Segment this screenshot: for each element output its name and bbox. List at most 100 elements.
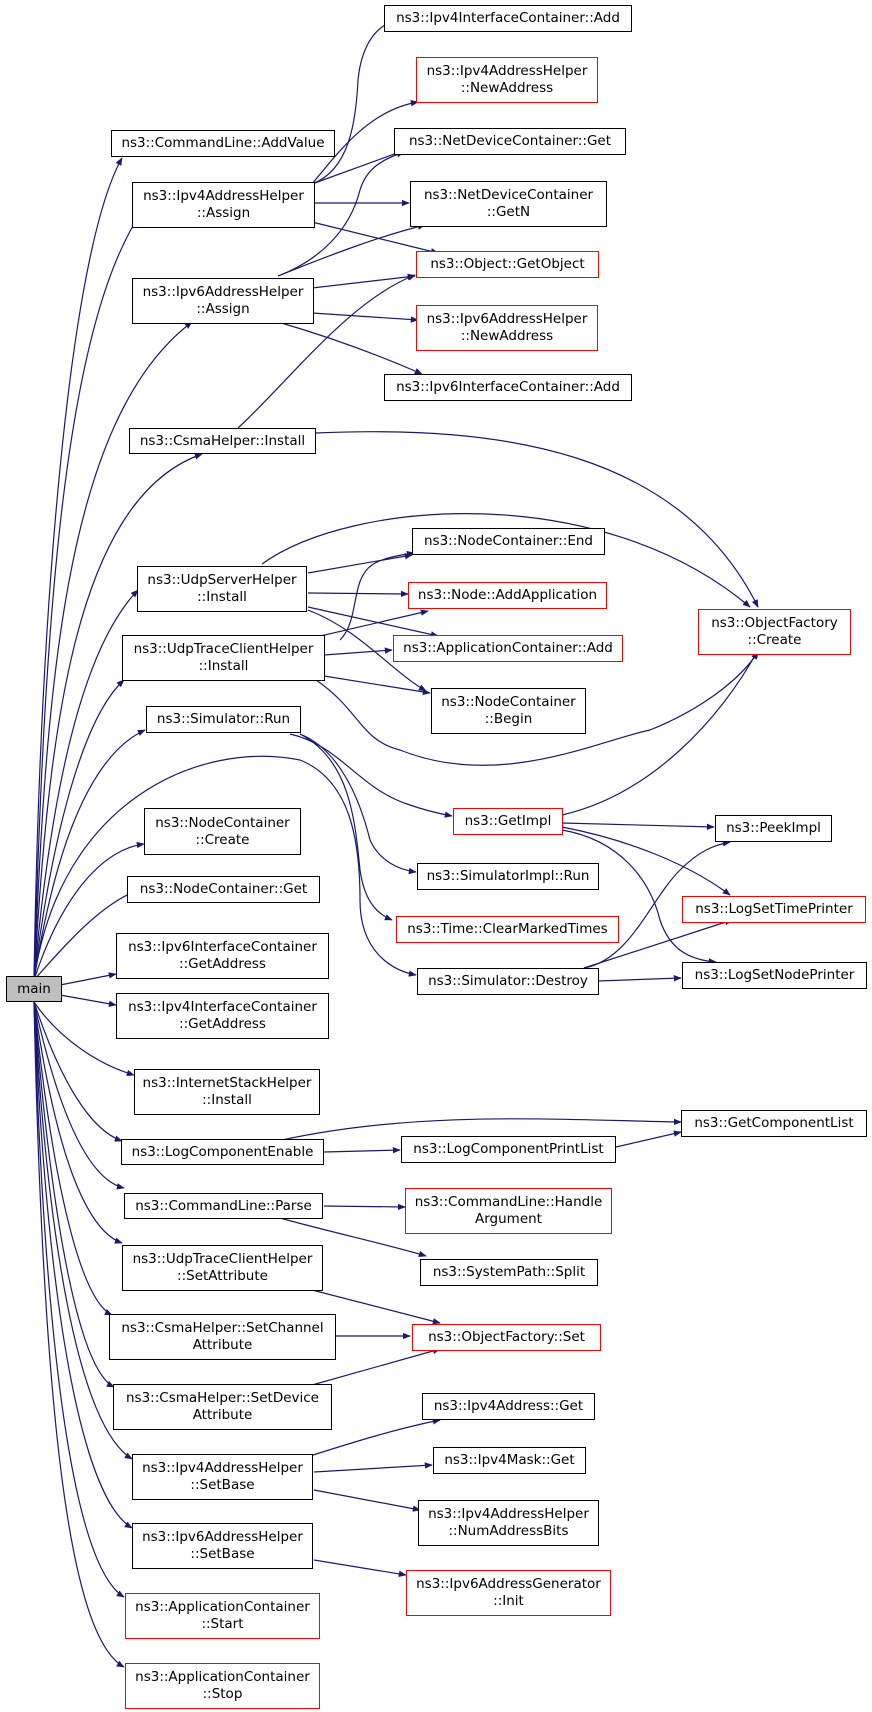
node-ndc-getn[interactable]: ns3::NetDeviceContainer ::GetN — [410, 181, 607, 227]
edge-udptrace_install-of_create — [315, 651, 759, 766]
edge-sim_run-getimpl — [289, 733, 453, 818]
edge-ipv6ah_setbase-ipv6gen_init — [313, 1559, 407, 1577]
edge-udpserver_install-nc_begin — [307, 609, 427, 692]
node-nc-end[interactable]: ns3::NodeContainer::End — [412, 528, 605, 555]
edge-sim_destroy-log_setnode — [597, 975, 682, 982]
node-cl-addvalue[interactable]: ns3::CommandLine::AddValue — [111, 130, 335, 157]
edge-cl_parse-sp_split — [279, 1217, 427, 1257]
node-node-addapp[interactable]: ns3::Node::AddApplication — [408, 582, 607, 609]
node-csma-install[interactable]: ns3::CsmaHelper::Install — [129, 428, 316, 454]
edge-csma_install-obj_getobject — [237, 274, 416, 429]
edge-sim_destroy-peekimpl — [583, 840, 731, 969]
node-sp-split[interactable]: ns3::SystemPath::Split — [420, 1259, 598, 1286]
edge-udptrace_install-nc_begin — [323, 675, 431, 696]
edge-log_enable-log_printlist — [323, 1146, 401, 1154]
node-ipv4addr-get[interactable]: ns3::Ipv4Address::Get — [422, 1393, 595, 1420]
node-sim-run[interactable]: ns3::Simulator::Run — [146, 706, 301, 733]
node-cl-handlearg[interactable]: ns3::CommandLine::Handle Argument — [405, 1188, 612, 1234]
edge-main-nc_get — [33, 890, 137, 981]
edge-log_printlist-get_complist — [615, 1130, 682, 1148]
edge-udpserver_install-of_create — [261, 513, 751, 608]
edge-csma_install-of_create — [315, 431, 759, 608]
edge-udptrace_setattr-of_set — [311, 1289, 441, 1325]
edge-main-ipv6ah_assign — [33, 321, 193, 981]
edge-sim_run-simimpl_run — [299, 733, 417, 875]
node-getimpl[interactable]: ns3::GetImpl — [453, 808, 563, 835]
node-ipv4ah-numbits[interactable]: ns3::Ipv4AddressHelper ::NumAddressBits — [418, 1500, 599, 1546]
edge-ipv4ah_assign-ndc_get — [311, 148, 409, 185]
node-ipv6ah-setbase[interactable]: ns3::Ipv6AddressHelper ::SetBase — [132, 1523, 313, 1569]
node-ipv6ah-assign[interactable]: ns3::Ipv6AddressHelper ::Assign — [132, 278, 314, 324]
edge-sim_destroy-log_settime — [583, 919, 733, 969]
edge-main-csma_setdev — [33, 1001, 115, 1388]
edge-csma_setdev-of_set — [311, 1347, 441, 1386]
node-log-enable[interactable]: ns3::LogComponentEnable — [121, 1139, 324, 1165]
edge-ipv4ah_assign-ipv4ah_newaddr — [311, 100, 419, 185]
node-log-printlist[interactable]: ns3::LogComponentPrintList — [401, 1136, 616, 1163]
node-nc-begin[interactable]: ns3::NodeContainer ::Begin — [431, 688, 586, 734]
node-ac-stop[interactable]: ns3::ApplicationContainer ::Stop — [125, 1663, 320, 1709]
node-of-set[interactable]: ns3::ObjectFactory::Set — [412, 1324, 601, 1351]
edge-ipv4ah_setbase-ipv4ah_numbits — [313, 1489, 421, 1512]
node-ac-start[interactable]: ns3::ApplicationContainer ::Start — [125, 1593, 320, 1639]
edge-udpserver_install-ac_add — [307, 606, 439, 638]
node-ndc-get[interactable]: ns3::NetDeviceContainer::Get — [394, 128, 626, 155]
edge-main-udpserver_install — [33, 589, 139, 981]
node-ipv4ah-setbase[interactable]: ns3::Ipv4AddressHelper ::SetBase — [132, 1454, 313, 1500]
edge-getimpl-peekimpl — [561, 822, 715, 831]
node-time-clear[interactable]: ns3::Time::ClearMarkedTimes — [396, 916, 619, 943]
edge-ipv4ah_assign-obj_getobject — [311, 221, 439, 255]
edge-getimpl-of_create — [561, 649, 759, 816]
node-udpserver-install[interactable]: ns3::UdpServerHelper ::Install — [137, 566, 307, 612]
node-ipv4ah-newaddr[interactable]: ns3::Ipv4AddressHelper ::NewAddress — [416, 57, 598, 103]
node-ipv4ic-add[interactable]: ns3::Ipv4InterfaceContainer::Add — [384, 5, 632, 32]
edge-log_enable-get_complist — [281, 1118, 682, 1141]
edge-ipv6ah_assign-ipv6ah_newaddr — [311, 312, 419, 323]
node-ipv6gen-init[interactable]: ns3::Ipv6AddressGenerator ::Init — [406, 1570, 611, 1616]
edge-main-ipv6ah_setbase — [33, 1001, 133, 1529]
edge-ipv4ah_assign-ipv4ic_add — [311, 16, 403, 185]
node-csma-setdev[interactable]: ns3::CsmaHelper::SetDevice Attribute — [113, 1384, 332, 1430]
edge-main-udptrace_setattr — [33, 1001, 123, 1244]
node-ish-install[interactable]: ns3::InternetStackHelper ::Install — [134, 1069, 320, 1115]
edge-main-csma_install — [33, 453, 203, 981]
node-ipv6ic-getaddr[interactable]: ns3::Ipv6InterfaceContainer ::GetAddress — [116, 933, 329, 979]
node-udptrace-setattr[interactable]: ns3::UdpTraceClientHelper ::SetAttribute — [122, 1245, 323, 1291]
node-simimpl-run[interactable]: ns3::SimulatorImpl::Run — [417, 863, 599, 890]
edge-main-cl_parse — [33, 1001, 125, 1190]
node-ipv6ic-add[interactable]: ns3::Ipv6InterfaceContainer::Add — [384, 374, 632, 401]
edge-main-cl_addvalue — [33, 157, 123, 981]
node-ac-add[interactable]: ns3::ApplicationContainer::Add — [393, 635, 623, 662]
edge-udpserver_install-node_addapp — [307, 590, 409, 598]
edge-getimpl-log_setnode — [561, 829, 717, 965]
node-sim-destroy[interactable]: ns3::Simulator::Destroy — [417, 968, 599, 995]
edge-main-sim_run — [33, 729, 146, 981]
node-udptrace-install[interactable]: ns3::UdpTraceClientHelper ::Install — [122, 635, 325, 681]
node-main: main — [6, 976, 62, 1002]
node-log-setnode[interactable]: ns3::LogSetNodePrinter — [682, 962, 867, 989]
node-get-complist[interactable]: ns3::GetComponentList — [681, 1110, 867, 1137]
edge-main-nc_create — [33, 841, 145, 981]
edge-main-csma_setchan — [33, 1001, 113, 1316]
node-ipv4ic-getaddr[interactable]: ns3::Ipv4InterfaceContainer ::GetAddress — [116, 993, 329, 1039]
node-cl-parse[interactable]: ns3::CommandLine::Parse — [124, 1193, 323, 1219]
node-csma-setchan[interactable]: ns3::CsmaHelper::SetChannel Attribute — [109, 1314, 336, 1360]
node-nc-get[interactable]: ns3::NodeContainer::Get — [127, 876, 320, 903]
node-ipv6ah-newaddr[interactable]: ns3::Ipv6AddressHelper ::NewAddress — [416, 305, 598, 351]
node-of-create[interactable]: ns3::ObjectFactory ::Create — [698, 609, 851, 655]
edge-sim_run-time_clear — [299, 733, 393, 921]
node-ipv4mask-get[interactable]: ns3::Ipv4Mask::Get — [433, 1447, 586, 1474]
node-nc-create[interactable]: ns3::NodeContainer ::Create — [144, 808, 301, 855]
edge-ipv6ah_assign-ndc_getn — [277, 223, 426, 277]
edge-main-ish_install — [33, 1001, 135, 1077]
edge-ipv4ah_setbase-ipv4mask_get — [313, 1462, 433, 1473]
edge-main-sim_destroy — [33, 755, 417, 981]
edge-ipv6ah_assign-obj_getobject — [311, 273, 416, 289]
node-log-settime[interactable]: ns3::LogSetTimePrinter — [682, 896, 866, 923]
node-ipv4ah-assign[interactable]: ns3::Ipv4AddressHelper ::Assign — [132, 182, 315, 228]
edge-main-ipv4ah_assign — [33, 194, 156, 981]
node-obj-getobject[interactable]: ns3::Object::GetObject — [416, 251, 599, 278]
node-peekimpl[interactable]: ns3::PeekImpl — [715, 815, 832, 842]
edge-udptrace_install-ac_add — [323, 647, 393, 656]
